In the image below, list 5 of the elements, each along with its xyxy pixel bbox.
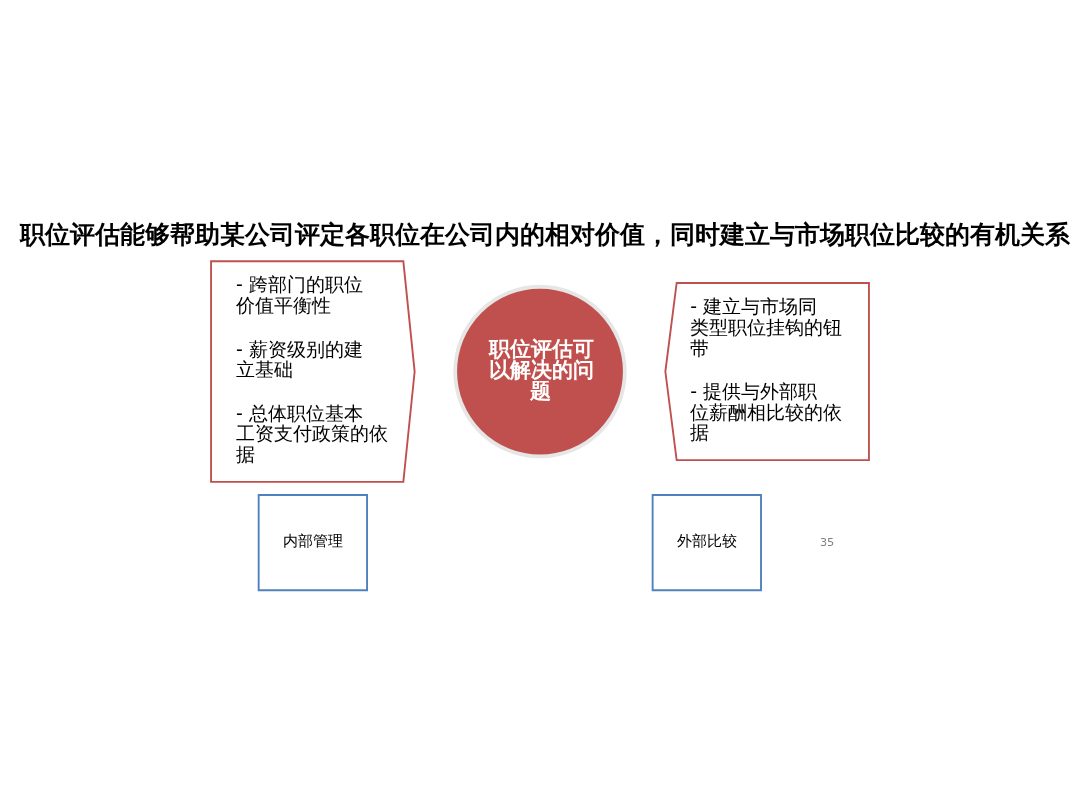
node-box: 内部管理 <box>257 493 368 591</box>
label: 35 <box>819 535 835 549</box>
node-box: 外部比较 <box>651 493 762 591</box>
node-circle: 职位评估可以解决的问题 <box>453 284 627 458</box>
diagram-title: 职位评估能够帮助某公司评定各职位在公司内的相对价值，同时建立与市场职位比较的有机关系 <box>20 219 1071 249</box>
